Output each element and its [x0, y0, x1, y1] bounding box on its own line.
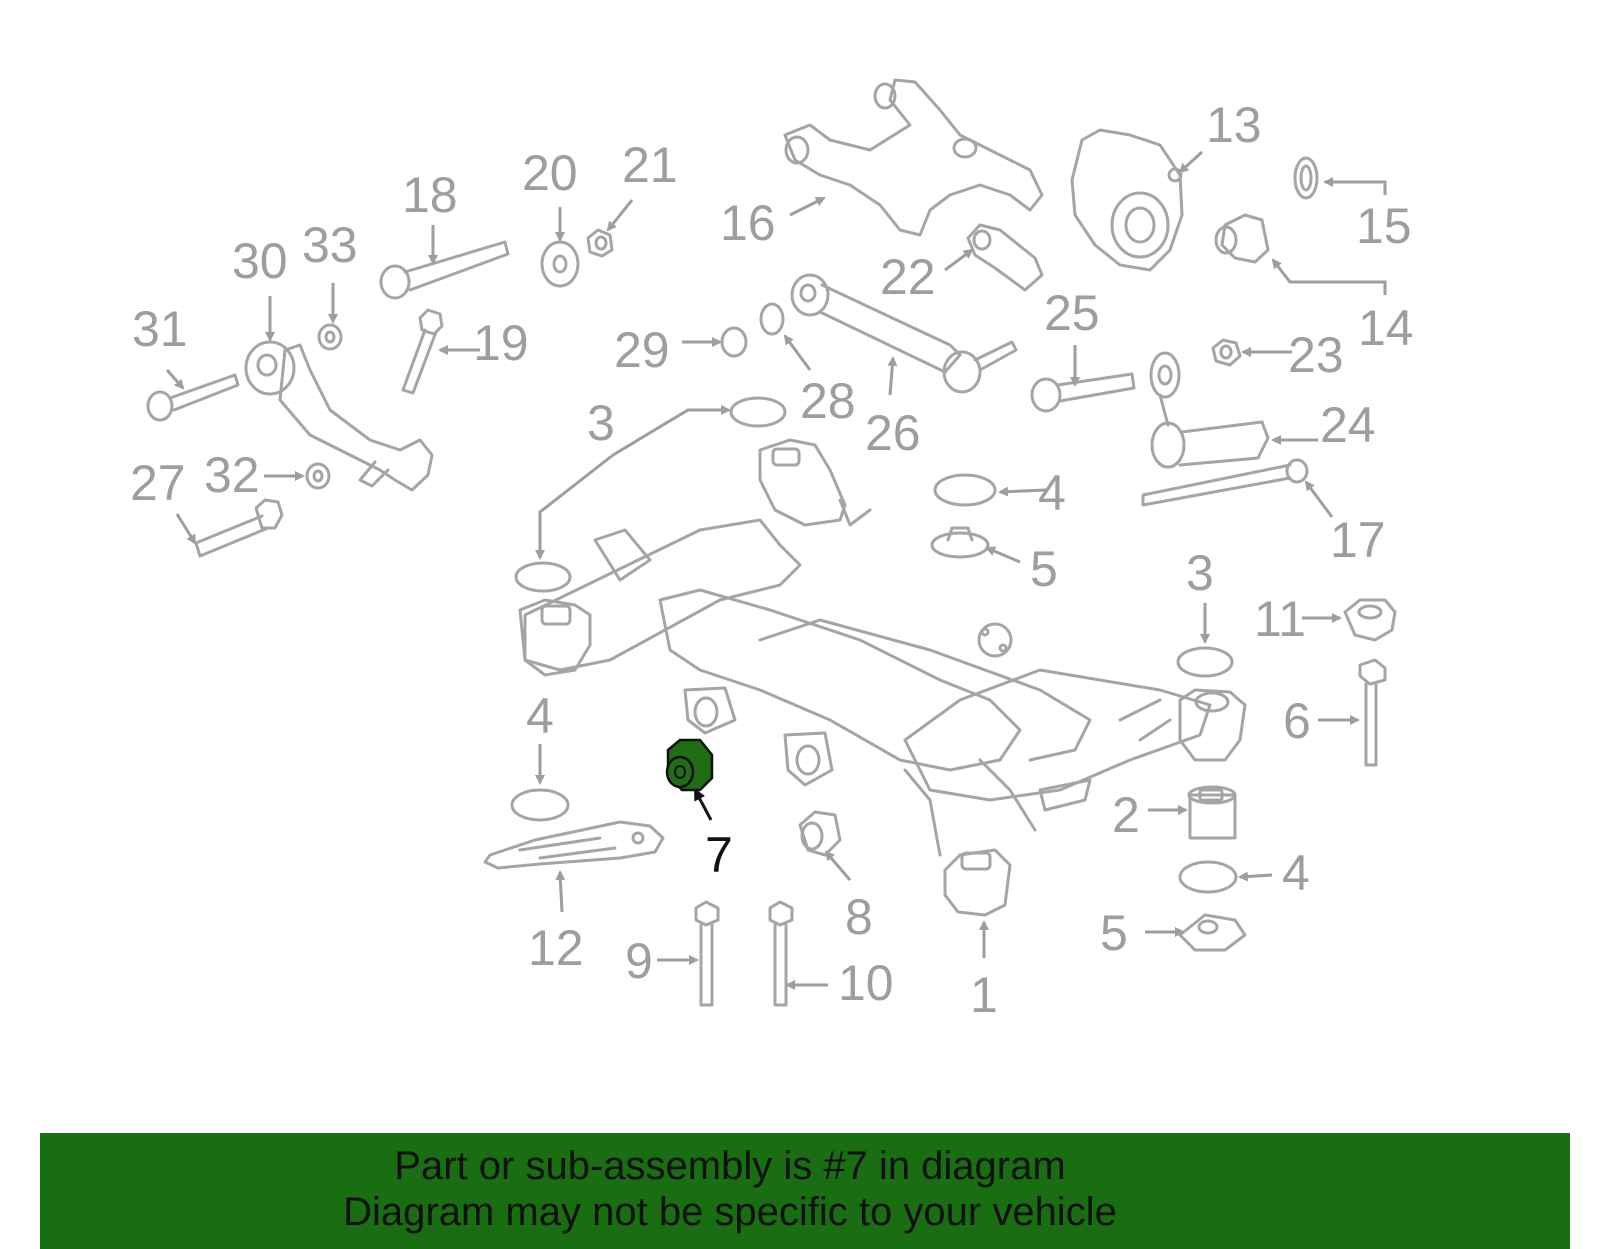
label-4-right: 4	[1282, 845, 1310, 901]
part-3-ring-top[interactable]	[729, 396, 787, 428]
label-10: 10	[838, 955, 894, 1011]
label-8: 8	[845, 889, 873, 945]
label-20: 20	[522, 145, 578, 201]
label-17: 17	[1330, 512, 1386, 568]
part-29-cap[interactable]	[720, 326, 748, 358]
label-18: 18	[402, 167, 458, 223]
label-16: 16	[720, 195, 776, 251]
label-26: 26	[865, 405, 921, 461]
part-28-ring[interactable]	[759, 302, 785, 336]
part-18-bolt[interactable]	[379, 240, 510, 300]
part-4-ring-top[interactable]	[933, 473, 997, 507]
part-4-ring-left[interactable]	[510, 788, 570, 822]
part-26-link[interactable]	[790, 273, 1018, 394]
part-14-bushing[interactable]	[1214, 213, 1270, 264]
part-17-bolt[interactable]	[1141, 458, 1309, 507]
banner-line-1: Part or sub-assembly is #7 in diagram	[394, 1144, 1066, 1188]
banner-line-2: Diagram may not be specific to your vehi…	[343, 1190, 1117, 1234]
label-1: 1	[970, 967, 998, 1023]
label-14: 14	[1358, 300, 1414, 356]
part-8-bushing[interactable]	[798, 810, 842, 857]
part-12-plate[interactable]	[483, 820, 665, 870]
part-3-ring-left[interactable]	[514, 561, 572, 593]
part-22-bracket[interactable]	[966, 223, 1044, 292]
part-5-mount-bottom[interactable]	[1178, 913, 1247, 952]
part-25-bolt[interactable]	[1030, 372, 1136, 413]
part-7-bushing[interactable]	[665, 738, 714, 792]
info-banner: Part or sub-assembly is #7 in diagram Di…	[40, 1133, 1570, 1249]
part-6-bolt[interactable]	[1358, 658, 1387, 767]
label-3-top: 3	[587, 395, 615, 451]
part-20-washer[interactable]	[540, 240, 580, 288]
label-4-left: 4	[526, 688, 554, 744]
label-5-top: 5	[1030, 541, 1058, 597]
part-2-bushing[interactable]	[1187, 785, 1237, 840]
part-4-ring-right[interactable]	[1178, 860, 1238, 894]
part-16-control-arm[interactable]	[783, 78, 1044, 237]
part-30-control-arm[interactable]	[244, 340, 434, 492]
label-24: 24	[1320, 397, 1376, 453]
part-9-bolt[interactable]	[694, 900, 720, 1007]
label-27: 27	[130, 455, 186, 511]
part-13-knuckle[interactable]	[1070, 128, 1184, 272]
part-3-ring-right[interactable]	[1176, 646, 1234, 678]
label-5-bottom: 5	[1100, 905, 1128, 961]
part-5-mount-top[interactable]	[930, 526, 990, 559]
label-6: 6	[1283, 693, 1311, 749]
label-28: 28	[800, 373, 856, 429]
part-15-ring[interactable]	[1293, 156, 1319, 200]
label-9: 9	[625, 933, 653, 989]
label-23: 23	[1288, 327, 1344, 383]
part-27-bolt[interactable]	[194, 498, 284, 558]
label-7: 7	[705, 827, 733, 883]
label-29: 29	[614, 322, 670, 378]
label-15: 15	[1356, 198, 1412, 254]
label-2: 2	[1112, 787, 1140, 843]
part-10-bolt[interactable]	[768, 900, 794, 1007]
part-21-nut[interactable]	[586, 228, 614, 258]
label-12: 12	[528, 920, 584, 976]
part-23-nut[interactable]	[1211, 338, 1242, 367]
label-4-top: 4	[1038, 465, 1066, 521]
part-31-bolt[interactable]	[146, 373, 240, 422]
label-32: 32	[204, 447, 260, 503]
parts-diagram: 1 2 3 3 4 4 4 5 5 6 7 8 9 10 11 12 13 14…	[130, 78, 1414, 1023]
part-11-nut[interactable]	[1343, 598, 1397, 642]
label-19: 19	[473, 315, 529, 371]
callout-labels: 1 2 3 3 4 4 4 5 5 6 7 8 9 10 11 12 13 14…	[130, 97, 1414, 1023]
part-33-nut[interactable]	[317, 323, 343, 351]
label-22: 22	[880, 249, 936, 305]
label-33: 33	[302, 217, 358, 273]
label-11: 11	[1254, 591, 1306, 647]
part-32-nut[interactable]	[305, 462, 331, 490]
label-13: 13	[1206, 97, 1262, 153]
rear-subframe[interactable]	[518, 438, 1247, 917]
part-19-bolt[interactable]	[401, 308, 444, 395]
part-24-link[interactable]	[1149, 351, 1270, 469]
label-3-right: 3	[1186, 545, 1214, 601]
label-25: 25	[1044, 285, 1100, 341]
label-31: 31	[132, 301, 188, 357]
label-30: 30	[232, 233, 288, 289]
leader-lines	[165, 150, 1387, 990]
label-21: 21	[622, 137, 678, 193]
